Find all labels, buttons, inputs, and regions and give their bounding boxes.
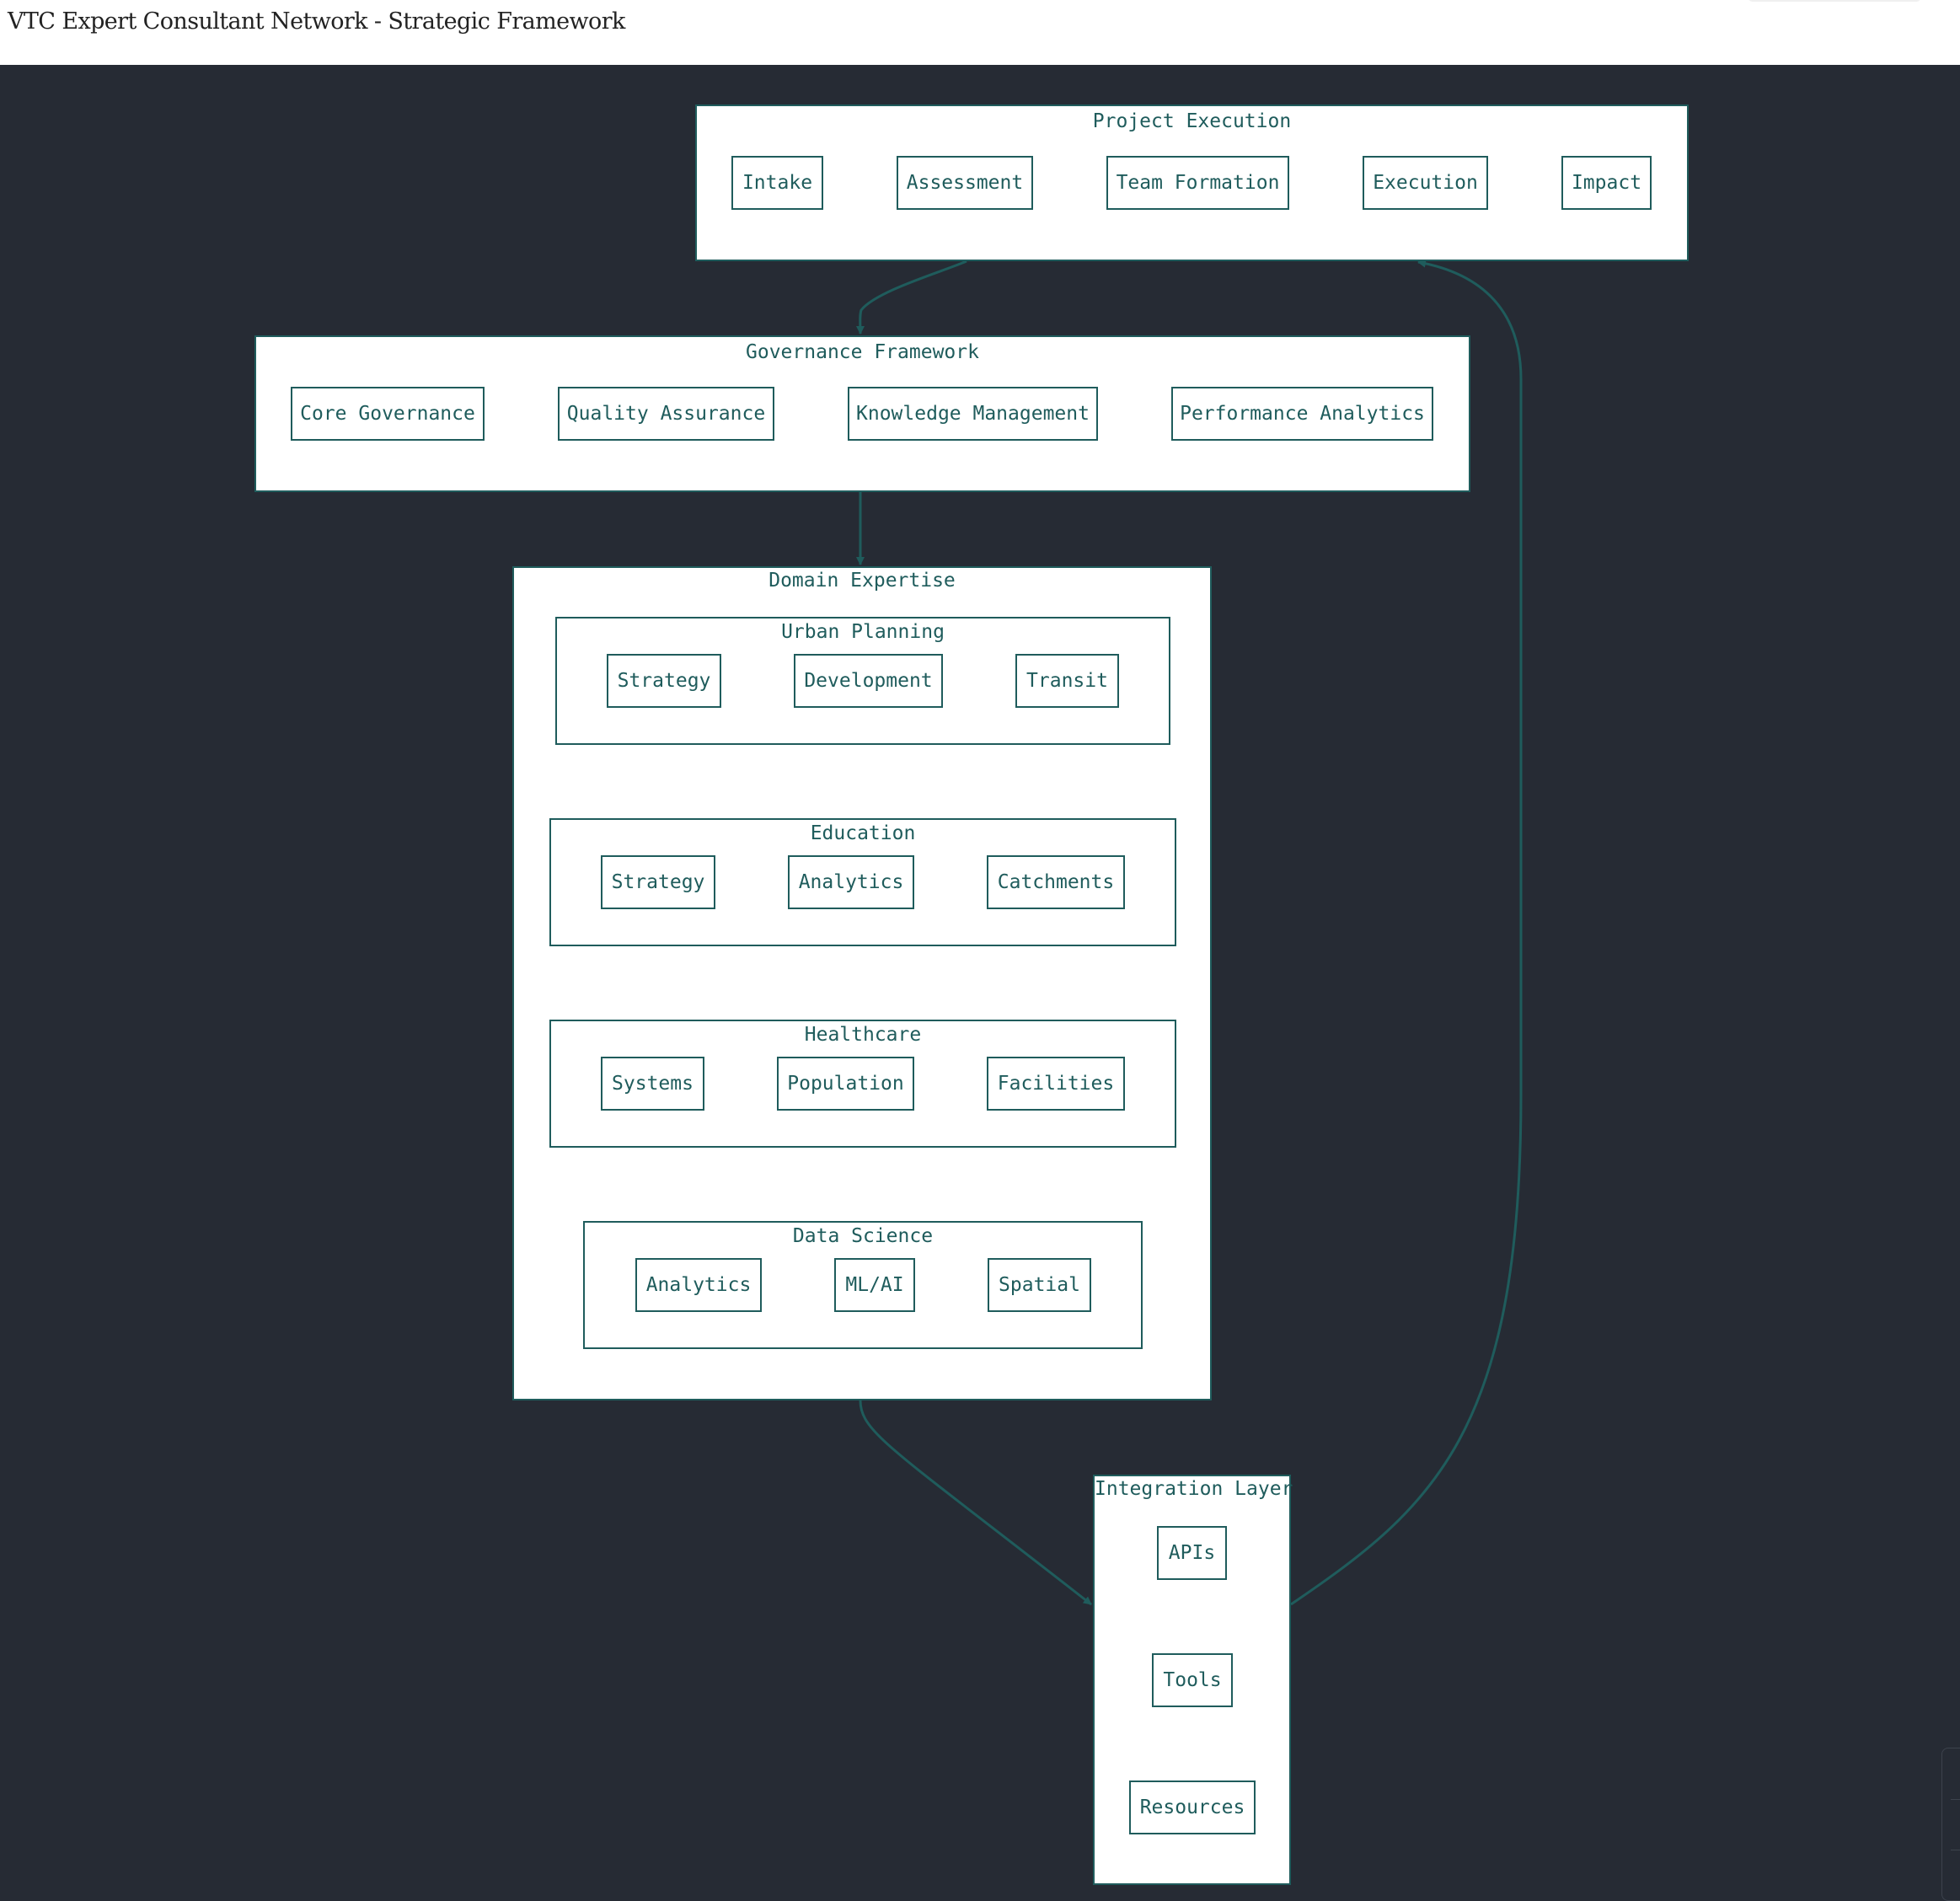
governance-title: Governance Framework — [746, 341, 979, 363]
project-execution-title: Project Execution — [1092, 110, 1292, 132]
step-quality-assurance[interactable]: Quality Assurance — [558, 387, 774, 441]
integration-layer-title: Integration Layer — [1095, 1478, 1293, 1500]
page-title: VTC Expert Consultant Network - Strategi… — [8, 8, 625, 35]
data-science-spatial-node[interactable]: Spatial — [988, 1258, 1091, 1312]
urban-development-node[interactable]: Development — [794, 654, 943, 708]
healthcare-systems-node[interactable]: Systems — [601, 1057, 704, 1111]
step-intake[interactable]: Intake — [731, 156, 823, 210]
education-analytics-node[interactable]: Analytics — [788, 855, 914, 909]
integration-resources-node[interactable]: Resources — [1129, 1781, 1256, 1834]
step-team-formation[interactable]: Team Formation — [1106, 156, 1289, 210]
urban-strategy-node[interactable]: Strategy — [607, 654, 721, 708]
step-performance-analytics[interactable]: Performance Analytics — [1171, 387, 1433, 441]
data-science-title: Data Science — [792, 1225, 934, 1247]
healthcare-facilities-node[interactable]: Facilities — [987, 1057, 1125, 1111]
healthcare-title: Healthcare — [804, 1024, 922, 1046]
step-core-governance[interactable]: Core Governance — [291, 387, 485, 441]
step-execution[interactable]: Execution — [1363, 156, 1488, 210]
zoom-controls[interactable] — [1941, 1748, 1960, 1901]
edge-project-to-governance — [855, 260, 967, 335]
urban-transit-node[interactable]: Transit — [1015, 654, 1119, 708]
page-header: VTC Expert Consultant Network - Strategi… — [0, 0, 1960, 65]
domain-expertise-title: Domain Expertise — [768, 570, 956, 592]
data-science-analytics-node[interactable]: Analytics — [635, 1258, 762, 1312]
step-impact[interactable]: Impact — [1561, 156, 1652, 210]
education-title: Education — [810, 822, 916, 844]
data-science-mlai-node[interactable]: ML/AI — [834, 1258, 915, 1312]
urban-planning-title: Urban Planning — [781, 621, 945, 643]
education-catchments-node[interactable]: Catchments — [987, 855, 1125, 909]
healthcare-population-node[interactable]: Population — [777, 1057, 914, 1111]
integration-tools-node[interactable]: Tools — [1152, 1653, 1233, 1707]
zoom-controls-divider — [1951, 1799, 1960, 1800]
step-knowledge-management[interactable]: Knowledge Management — [848, 387, 1098, 441]
edge-domain-to-integration — [859, 1400, 1092, 1606]
step-assessment[interactable]: Assessment — [897, 156, 1033, 210]
integration-apis-node[interactable]: APIs — [1157, 1526, 1227, 1580]
education-strategy-node[interactable]: Strategy — [601, 855, 715, 909]
header-control[interactable] — [1748, 0, 1921, 2]
